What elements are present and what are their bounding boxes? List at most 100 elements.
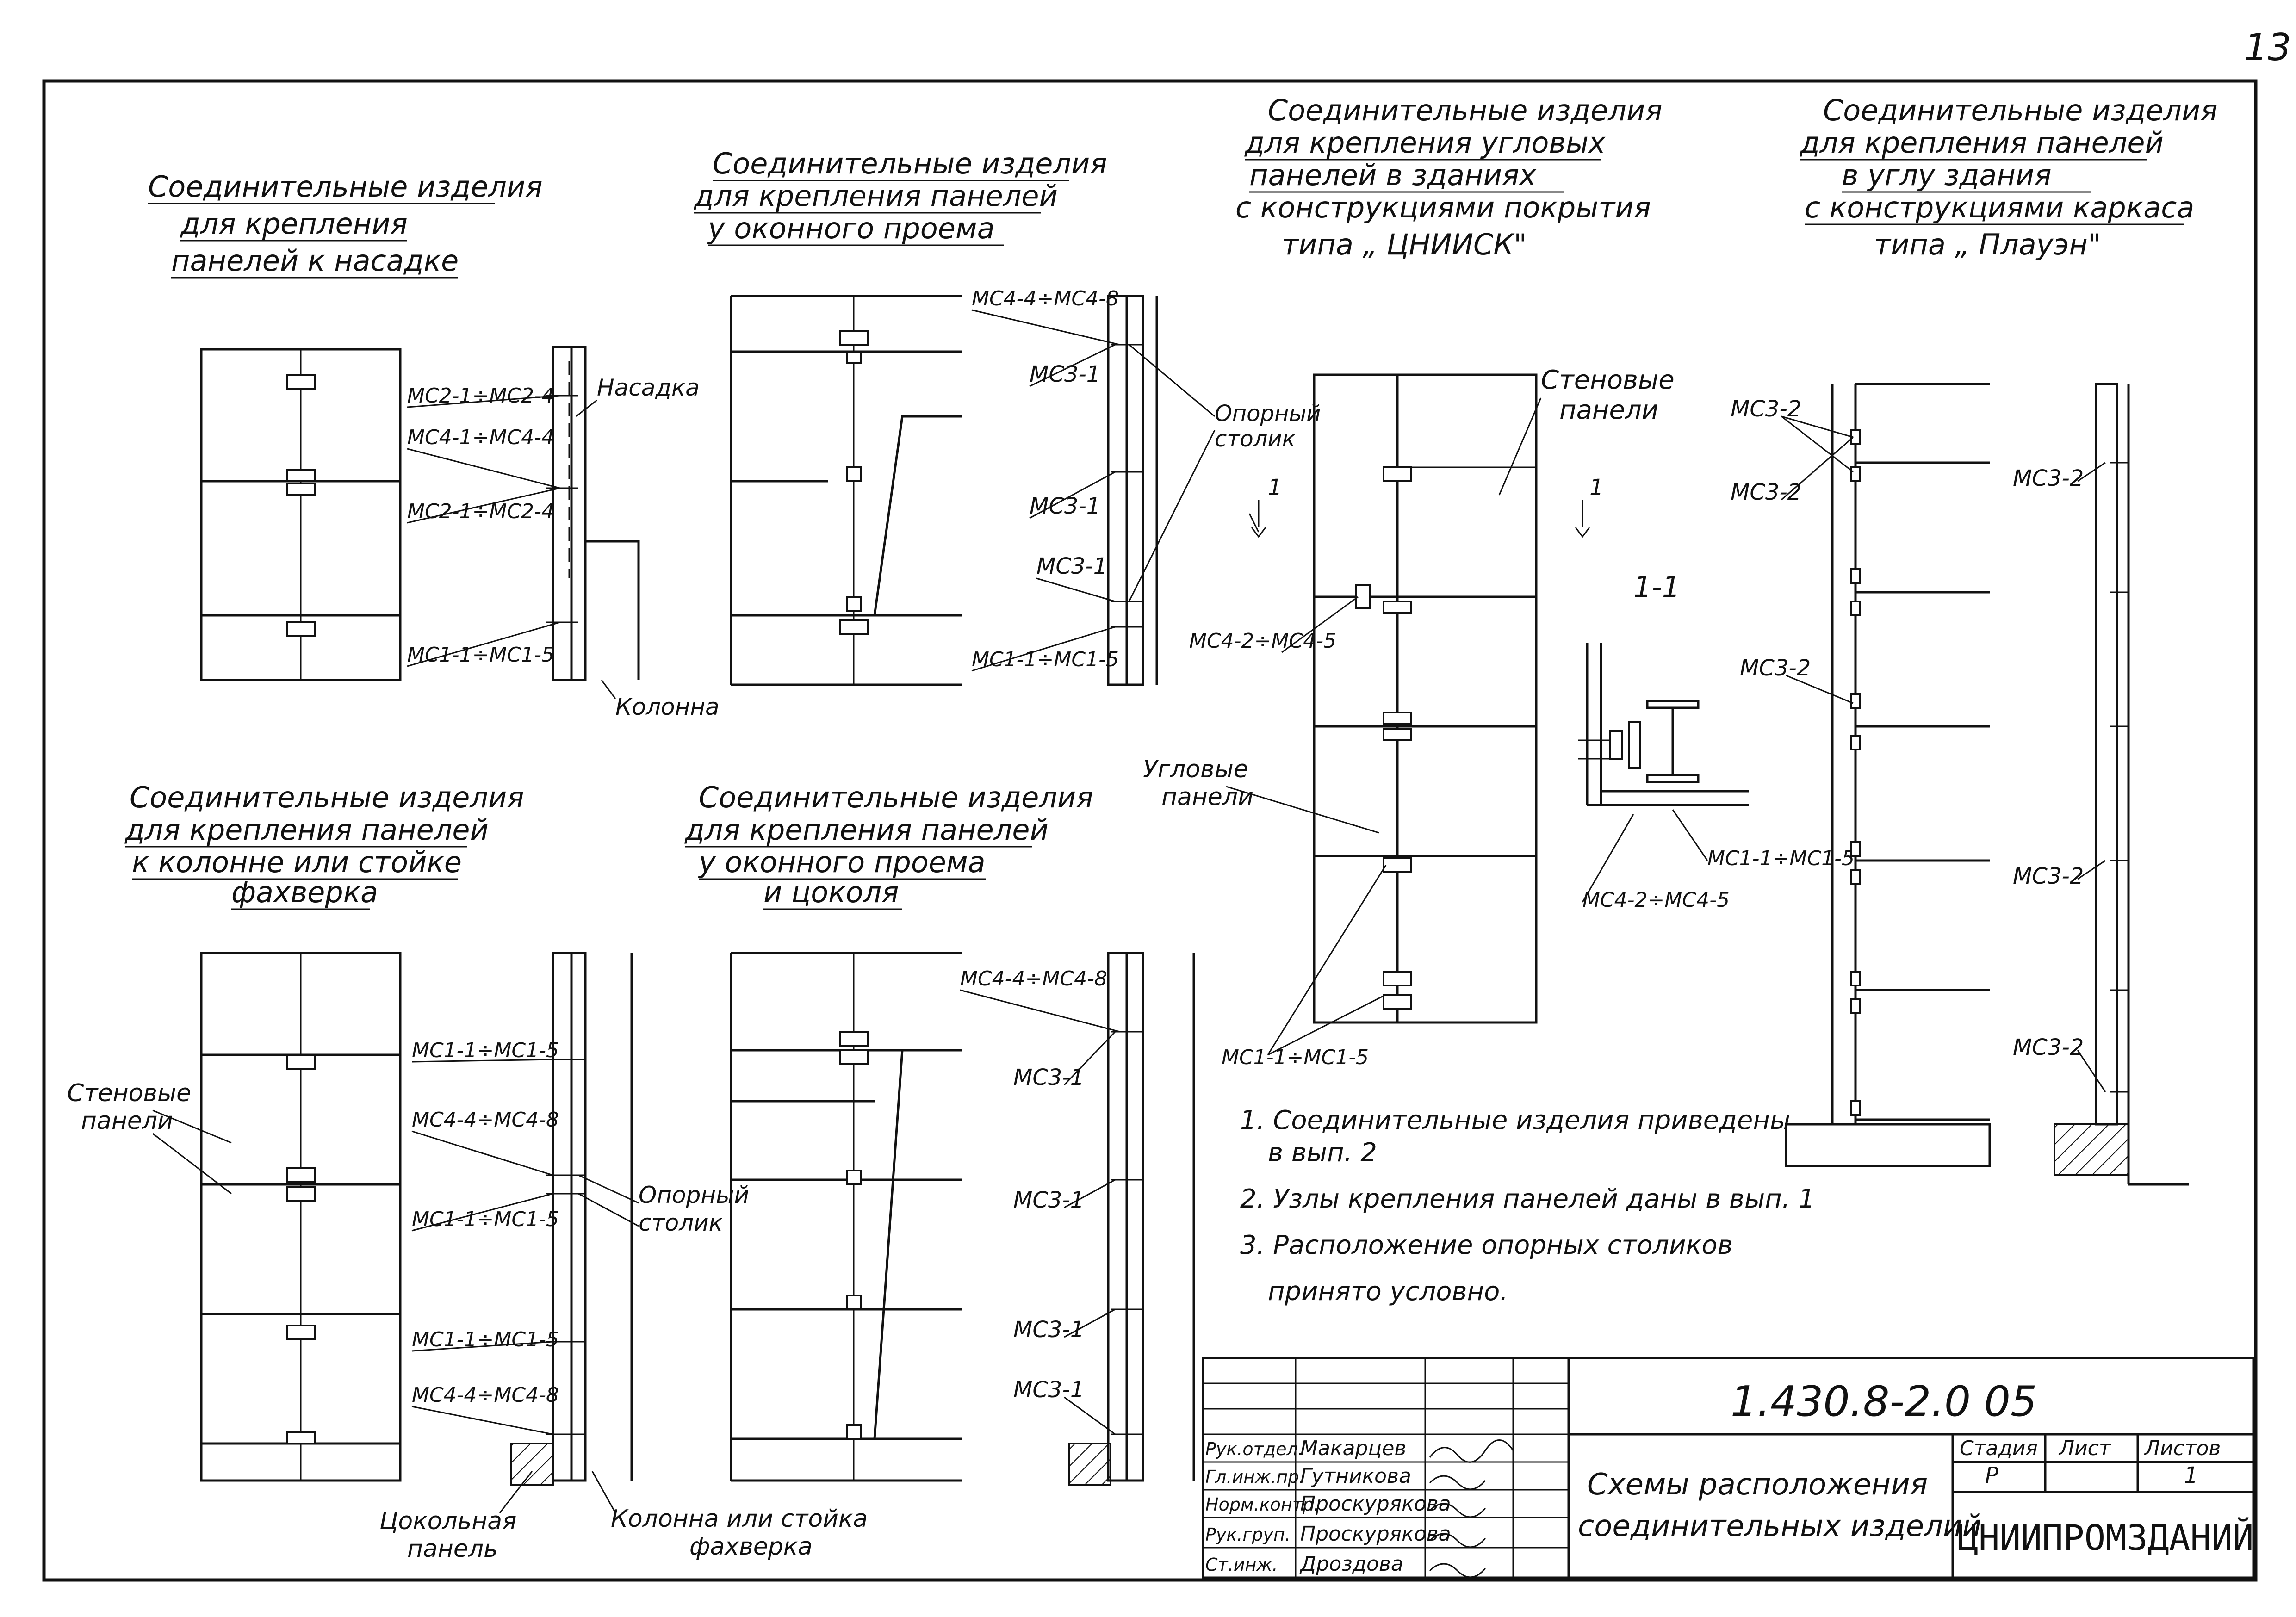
note-line: в вып. 2 xyxy=(1268,1138,1377,1168)
connector-plate xyxy=(286,469,316,482)
labels-corner-plauen: МС3-2 МС3-2 МС3-2 МС3-2 МС3-2 МС3-2 xyxy=(1731,396,2106,1092)
sig-name: Гутникова xyxy=(1300,1464,1411,1488)
sig-name: Дроздова xyxy=(1299,1552,1403,1576)
sig-role: Норм.контр. xyxy=(1205,1494,1319,1515)
label-mc3: МС3-1 xyxy=(1036,553,1107,579)
connector-plate xyxy=(846,351,862,364)
section-window: Соединительные изделия для крепления пан… xyxy=(694,147,1321,686)
sheets-value: 1 xyxy=(2184,1462,2198,1488)
signature-scribble xyxy=(1429,1503,1486,1518)
window-side-view xyxy=(1107,295,1158,686)
title-line: для крепления панелей xyxy=(1800,126,2164,160)
sig-role: Гл.инж.пр. xyxy=(1205,1467,1304,1487)
connector-plate xyxy=(286,1431,316,1444)
label-mc4: МС4-4÷МС4-8 xyxy=(960,967,1107,991)
section-1-1: 1-1 xyxy=(1578,570,1749,806)
section-label: 1-1 xyxy=(1633,570,1680,604)
organization: ЦНИИПРОМЗДАНИЙ xyxy=(1957,1517,2254,1558)
label-mc3: МС3-1 xyxy=(1013,1187,1084,1213)
label-paneli: панели xyxy=(1161,783,1253,811)
label-mc3-2: МС3-2 xyxy=(1740,655,1811,681)
panel-elevation xyxy=(200,348,402,681)
connector-plate xyxy=(1383,466,1412,482)
label-mc4: МС4-4÷МС4-8 xyxy=(412,1108,559,1132)
section-corner-cniisk: Соединительные изделия для крепления угл… xyxy=(1143,93,1855,1069)
title-window: Соединительные изделия для крепления пан… xyxy=(694,147,1107,246)
connector-plate xyxy=(1383,857,1412,873)
note-line: принято условно. xyxy=(1268,1276,1508,1307)
column-side-view-2 xyxy=(510,952,633,1486)
connector-plate xyxy=(286,621,316,637)
title-line: Соединительные изделия xyxy=(130,781,524,814)
connector-plate xyxy=(1383,994,1412,1010)
label-stenovye: Стеновые xyxy=(1541,365,1675,395)
label-kolonna: Колонна xyxy=(615,694,720,720)
title-line: для крепления панелей xyxy=(694,179,1058,213)
label-mc3: МС3-1 xyxy=(1013,1377,1084,1403)
connector-plate xyxy=(1383,728,1412,741)
title-line: для крепления панелей xyxy=(684,813,1049,847)
label-mc1: МС1-1÷МС1-5 xyxy=(1707,847,1855,870)
note-line: 2. Узлы крепления панелей даны в вып. 1 xyxy=(1240,1184,1815,1214)
note-line: 1. Соединительные изделия приведены xyxy=(1240,1105,1790,1135)
plauen-side-view xyxy=(2054,383,2189,1186)
label-mc3: МС3-1 xyxy=(1030,493,1100,519)
page-number: 13 xyxy=(2244,26,2291,69)
window-plinth-elevation xyxy=(730,952,962,1482)
label-mc3-2: МС3-2 xyxy=(2013,465,2084,491)
connector-plate xyxy=(1383,712,1412,725)
window-plinth-side-view xyxy=(1068,952,1195,1486)
label-mc3-2: МС3-2 xyxy=(1731,396,1801,422)
connector-plate xyxy=(286,374,316,390)
label-nasadka: Насадка xyxy=(597,374,700,401)
document-code: 1.430.8-2.0 05 xyxy=(1731,1377,2037,1426)
label-paneli: панели xyxy=(81,1107,173,1135)
title-line: с конструкциями покрытия xyxy=(1235,191,1651,224)
label-cokol: Цокольная xyxy=(379,1507,516,1535)
section-window-plinth: Соединительные изделия для крепления пан… xyxy=(684,781,1195,1486)
title-line: Соединительные изделия xyxy=(699,781,1093,814)
label-mc2: МС2-1÷МС2-4 xyxy=(407,500,554,523)
label-mc4: МС4-1÷МС4-4 xyxy=(407,426,554,449)
title-line: Соединительные изделия xyxy=(1823,93,2218,127)
title-line: типа „ Плауэн" xyxy=(1874,228,2101,261)
connector-plate xyxy=(846,1295,862,1310)
connector-plate xyxy=(286,483,316,496)
connector-plate xyxy=(839,1031,869,1047)
title-corner-cniisk: Соединительные изделия для крепления угл… xyxy=(1235,93,1663,261)
stage-value: Р xyxy=(1985,1462,1998,1488)
title-line: для крепления угловых xyxy=(1244,126,1606,160)
drawing-title: соединительных изделий xyxy=(1578,1509,1981,1543)
title-column: Соединительные изделия для крепления пан… xyxy=(124,781,524,910)
label-mc3-2: МС3-2 xyxy=(2013,1035,2084,1060)
column-side-view xyxy=(546,346,640,681)
title-line: Соединительные изделия xyxy=(148,170,543,204)
signature-scribble xyxy=(1429,1533,1486,1548)
cut-mark: 1 xyxy=(1268,475,1282,501)
connector-plate xyxy=(286,1325,316,1340)
title-line: и цоколя xyxy=(763,875,899,909)
label-stolik: столик xyxy=(1215,426,1296,452)
label-mc4: МС4-4÷МС4-8 xyxy=(972,287,1119,310)
title-line: для крепления панелей xyxy=(124,813,489,847)
label-mc3: МС3-1 xyxy=(1013,1317,1084,1343)
title-nasadka: Соединительные изделия для крепления пан… xyxy=(148,170,543,279)
section-nasadka: Соединительные изделия для крепления пан… xyxy=(148,170,720,720)
label-paneli: панели xyxy=(1559,395,1658,425)
label-oporny: Опорный xyxy=(1215,401,1321,427)
notes: 1. Соединительные изделия приведены в вы… xyxy=(1240,1105,1815,1307)
connector-plate xyxy=(1383,971,1412,986)
sheet-header: Лист xyxy=(2058,1437,2111,1460)
label-mc3-2: МС3-2 xyxy=(2013,863,2084,889)
column-elevation xyxy=(200,952,402,1482)
connector-plate xyxy=(286,1186,316,1202)
title-block: Рук.отдел. Макарцев Гл.инж.пр. Гутникова… xyxy=(1202,1357,2255,1579)
drawing-title: Схемы расположения xyxy=(1587,1468,1928,1502)
label-mc1: МС1-1÷МС1-5 xyxy=(972,648,1119,671)
title-line: Соединительные изделия xyxy=(1268,93,1663,127)
sig-role: Рук.отдел. xyxy=(1205,1439,1303,1459)
connector-plate xyxy=(839,1049,869,1065)
label-mc4: МС4-4÷МС4-8 xyxy=(412,1383,559,1407)
title-line: к колонне или стойке xyxy=(132,845,462,879)
signature-rows: Рук.отдел. Макарцев Гл.инж.пр. Гутникова… xyxy=(1205,1437,1514,1578)
